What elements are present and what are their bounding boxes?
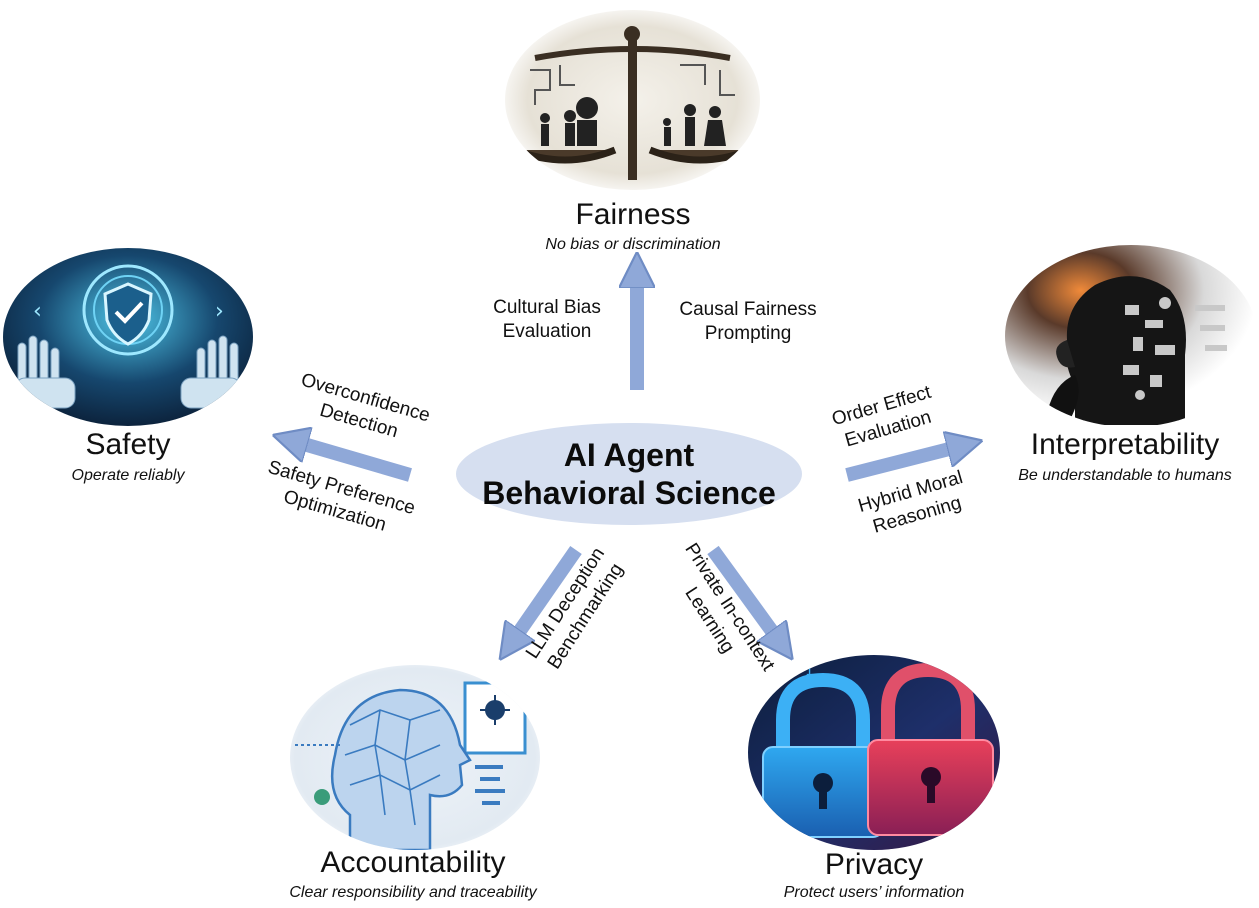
interpretability-image xyxy=(1005,245,1257,427)
interpretability-subtitle: Be understandable to humans xyxy=(1018,467,1232,484)
privacy-image: 0 1 xyxy=(748,655,1000,850)
privacy-title: Privacy xyxy=(824,848,924,881)
robot-hands-shield-icon: ‹ › xyxy=(3,248,253,426)
accountability-subtitle: Clear responsibility and traceability xyxy=(289,884,537,901)
method-cultural-bias-line1: Cultural Bias xyxy=(493,297,601,318)
interpretability-title: Interpretability xyxy=(1030,428,1220,461)
safety-subtitle: Operate reliably xyxy=(71,467,185,484)
method-cultural-bias: Cultural Bias Evaluation xyxy=(472,296,622,344)
svg-text:‹: ‹ xyxy=(33,299,42,324)
accountability-image xyxy=(290,665,540,850)
safety-image: ‹ › xyxy=(3,248,253,426)
method-cultural-bias-line2: Evaluation xyxy=(502,321,592,342)
method-causal-fairness-line2: Prompting xyxy=(704,323,792,344)
arrow-to-accountability xyxy=(510,546,582,645)
fairness-image xyxy=(505,10,760,190)
thinking-head-icon xyxy=(1005,245,1257,427)
arrow-to-interpretability xyxy=(845,445,965,482)
fairness-subtitle: No bias or discrimination xyxy=(545,236,721,253)
center-topic-line2: Behavioral Science xyxy=(482,475,776,511)
accountability-title: Accountability xyxy=(320,846,506,879)
wireframe-head-icon xyxy=(290,665,540,850)
center-topic: AI Agent Behavioral Science xyxy=(456,423,802,525)
center-topic-line1: AI Agent xyxy=(563,437,695,473)
balance-scale-icon xyxy=(505,10,760,190)
arrow-to-safety xyxy=(290,440,412,482)
svg-text:›: › xyxy=(215,299,224,324)
method-causal-fairness-line1: Causal Fairness xyxy=(679,299,817,320)
fairness-title: Fairness xyxy=(575,198,691,231)
arrow-to-privacy xyxy=(707,545,782,645)
privacy-subtitle: Protect users’ information xyxy=(783,884,965,901)
method-causal-fairness: Causal Fairness Prompting xyxy=(658,298,838,346)
padlocks-icon: 0 1 xyxy=(748,655,1000,850)
safety-title: Safety xyxy=(85,428,171,461)
